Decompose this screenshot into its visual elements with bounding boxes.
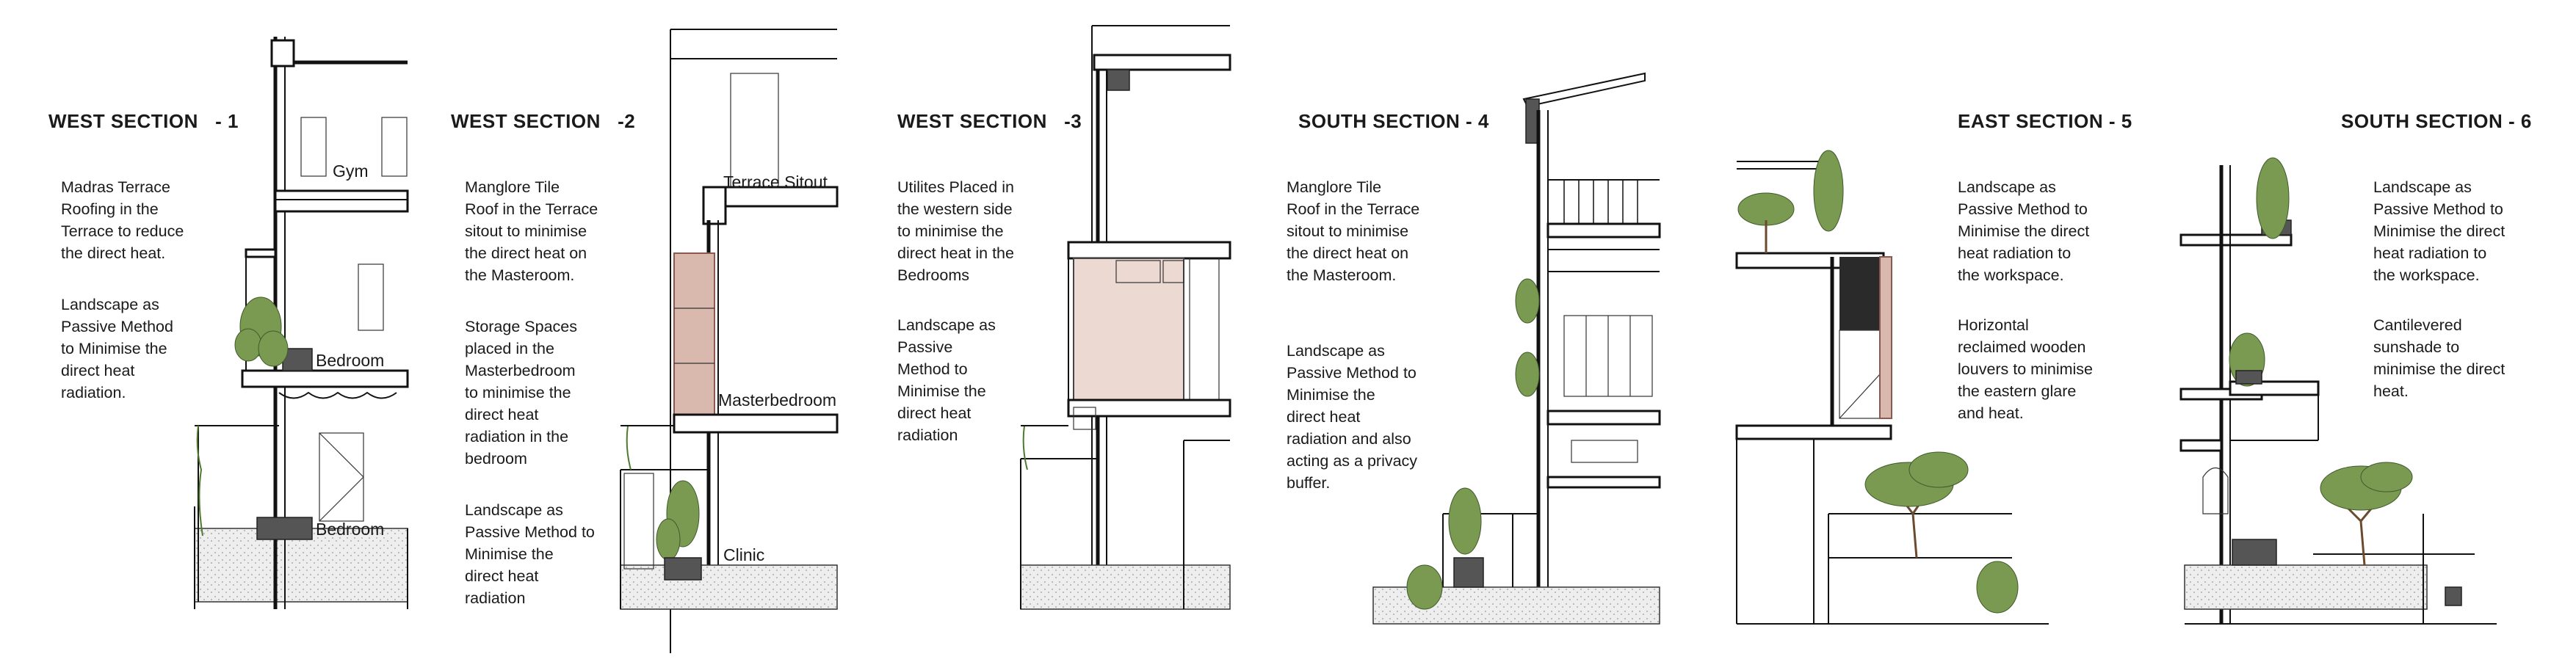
section-5-note-2: Horizontal reclaimed wooden louvers to m… <box>1958 316 2093 422</box>
section-1-bedroom-slab <box>241 369 409 388</box>
section-4-note-1: Manglore Tile Roof in the Terrace sitout… <box>1287 178 1420 284</box>
section-5-note-1: Landscape as Passive Method to Minimise … <box>1958 178 2090 284</box>
section-3-note-1: Utilites Placed in the western side to m… <box>897 178 1014 284</box>
section-4-plants <box>1406 278 1540 610</box>
section-2-note-2: Storage Spaces placed in the Masterbedro… <box>465 318 577 468</box>
section-2-label-clinic: Clinic <box>723 545 765 564</box>
section-2-storage <box>673 252 715 415</box>
section-6-note-2: Cantilevered sunshade to minimise the di… <box>2373 316 2506 400</box>
section-6-title: SOUTH SECTION - 6 <box>2341 110 2532 132</box>
section-2-drawing <box>620 29 839 653</box>
section-1-drawing <box>194 37 409 609</box>
section-5-dark-block <box>1839 257 1880 330</box>
section-1-label-bedroom-upper: Bedroom <box>316 351 385 370</box>
section-2-label-terrace-sitout: Terrace Sitout <box>723 172 828 192</box>
section-1-label-gym: Gym <box>333 161 369 181</box>
section-4-title: SOUTH SECTION - 4 <box>1298 110 1489 132</box>
section-1-note-2: Landscape as Passive Method to Minimise … <box>61 296 173 401</box>
section-1-label-bedroom-lower: Bedroom <box>316 520 385 539</box>
section-1-terrace-slab <box>274 189 409 213</box>
section-5-title: EAST SECTION - 5 <box>1958 110 2132 132</box>
section-2-note-1: Manglore Tile Roof in the Terrace sitout… <box>465 178 598 284</box>
section-5-drawing <box>1735 150 2049 625</box>
section-6-note-1: Landscape as Passive Method to Minimise … <box>2373 178 2506 284</box>
section-2-note-3: Landscape as Passive Method to Minimise … <box>465 501 595 607</box>
section-5-roof-plants <box>1737 150 1844 253</box>
section-1-title: WEST SECTION - 1 <box>48 110 239 132</box>
section-6-arched-window <box>2202 467 2229 514</box>
section-4-railing <box>1563 180 1638 224</box>
section-3-title: WEST SECTION -3 <box>897 110 1082 132</box>
section-2-plant <box>656 480 702 581</box>
section-6-tree <box>2320 462 2413 566</box>
section-2-label-masterbedroom: Masterbedroom <box>718 390 837 410</box>
section-1-note-1: Madras Terrace Roofing in the Terrace to… <box>61 178 184 262</box>
section-1-ground <box>194 528 408 603</box>
section-3-utility-room <box>1073 258 1184 402</box>
section-1-planter <box>256 517 313 540</box>
section-3-drawing <box>1020 25 1231 610</box>
section-4-note-2: Landscape as Passive Method to Minimise … <box>1287 342 1418 492</box>
section-4-drawing <box>1372 72 1661 625</box>
section-5-wooden-louvers <box>1879 256 1892 419</box>
section-3-note-2: Landscape as Passive Method to Minimise … <box>897 316 996 444</box>
section-2-title: WEST SECTION -2 <box>451 110 636 132</box>
section-5-tree <box>1864 451 2019 614</box>
section-6-drawing <box>2179 157 2497 625</box>
section-1-plant <box>234 297 289 367</box>
